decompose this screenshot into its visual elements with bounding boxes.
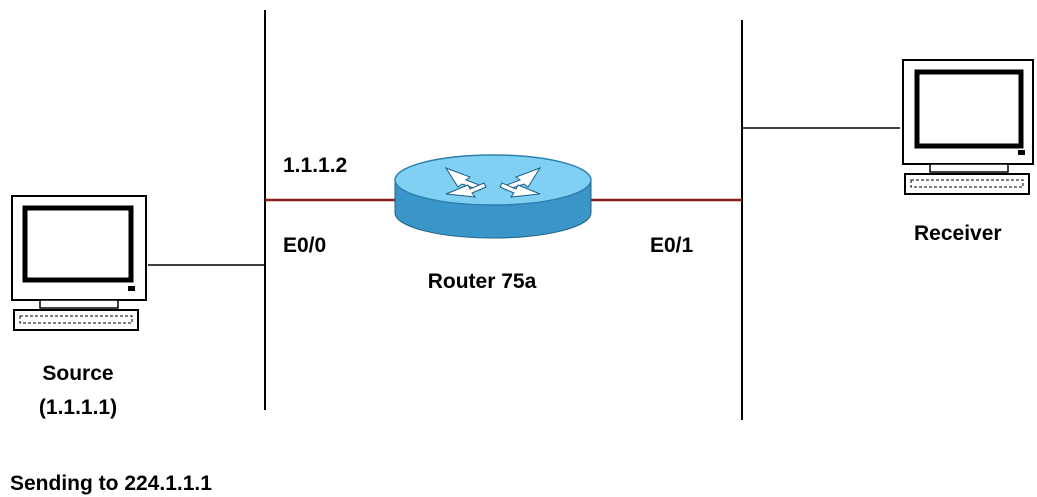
- router-icon: [394, 154, 592, 239]
- receiver-label: Receiver: [914, 222, 1002, 245]
- router-ip-label: 1.1.1.2: [283, 154, 347, 177]
- interface-e0-0-label: E0/0: [283, 234, 326, 257]
- router-name-label: Router 75a: [428, 270, 537, 293]
- multicast-destination-label: Sending to 224.1.1.1: [10, 472, 212, 495]
- source-computer-icon: [11, 195, 147, 331]
- receiver-computer-icon: [902, 59, 1034, 195]
- source-label: Source: [42, 362, 113, 385]
- source-ip-label: (1.1.1.1): [39, 396, 117, 419]
- interface-e0-1-label: E0/1: [650, 234, 694, 257]
